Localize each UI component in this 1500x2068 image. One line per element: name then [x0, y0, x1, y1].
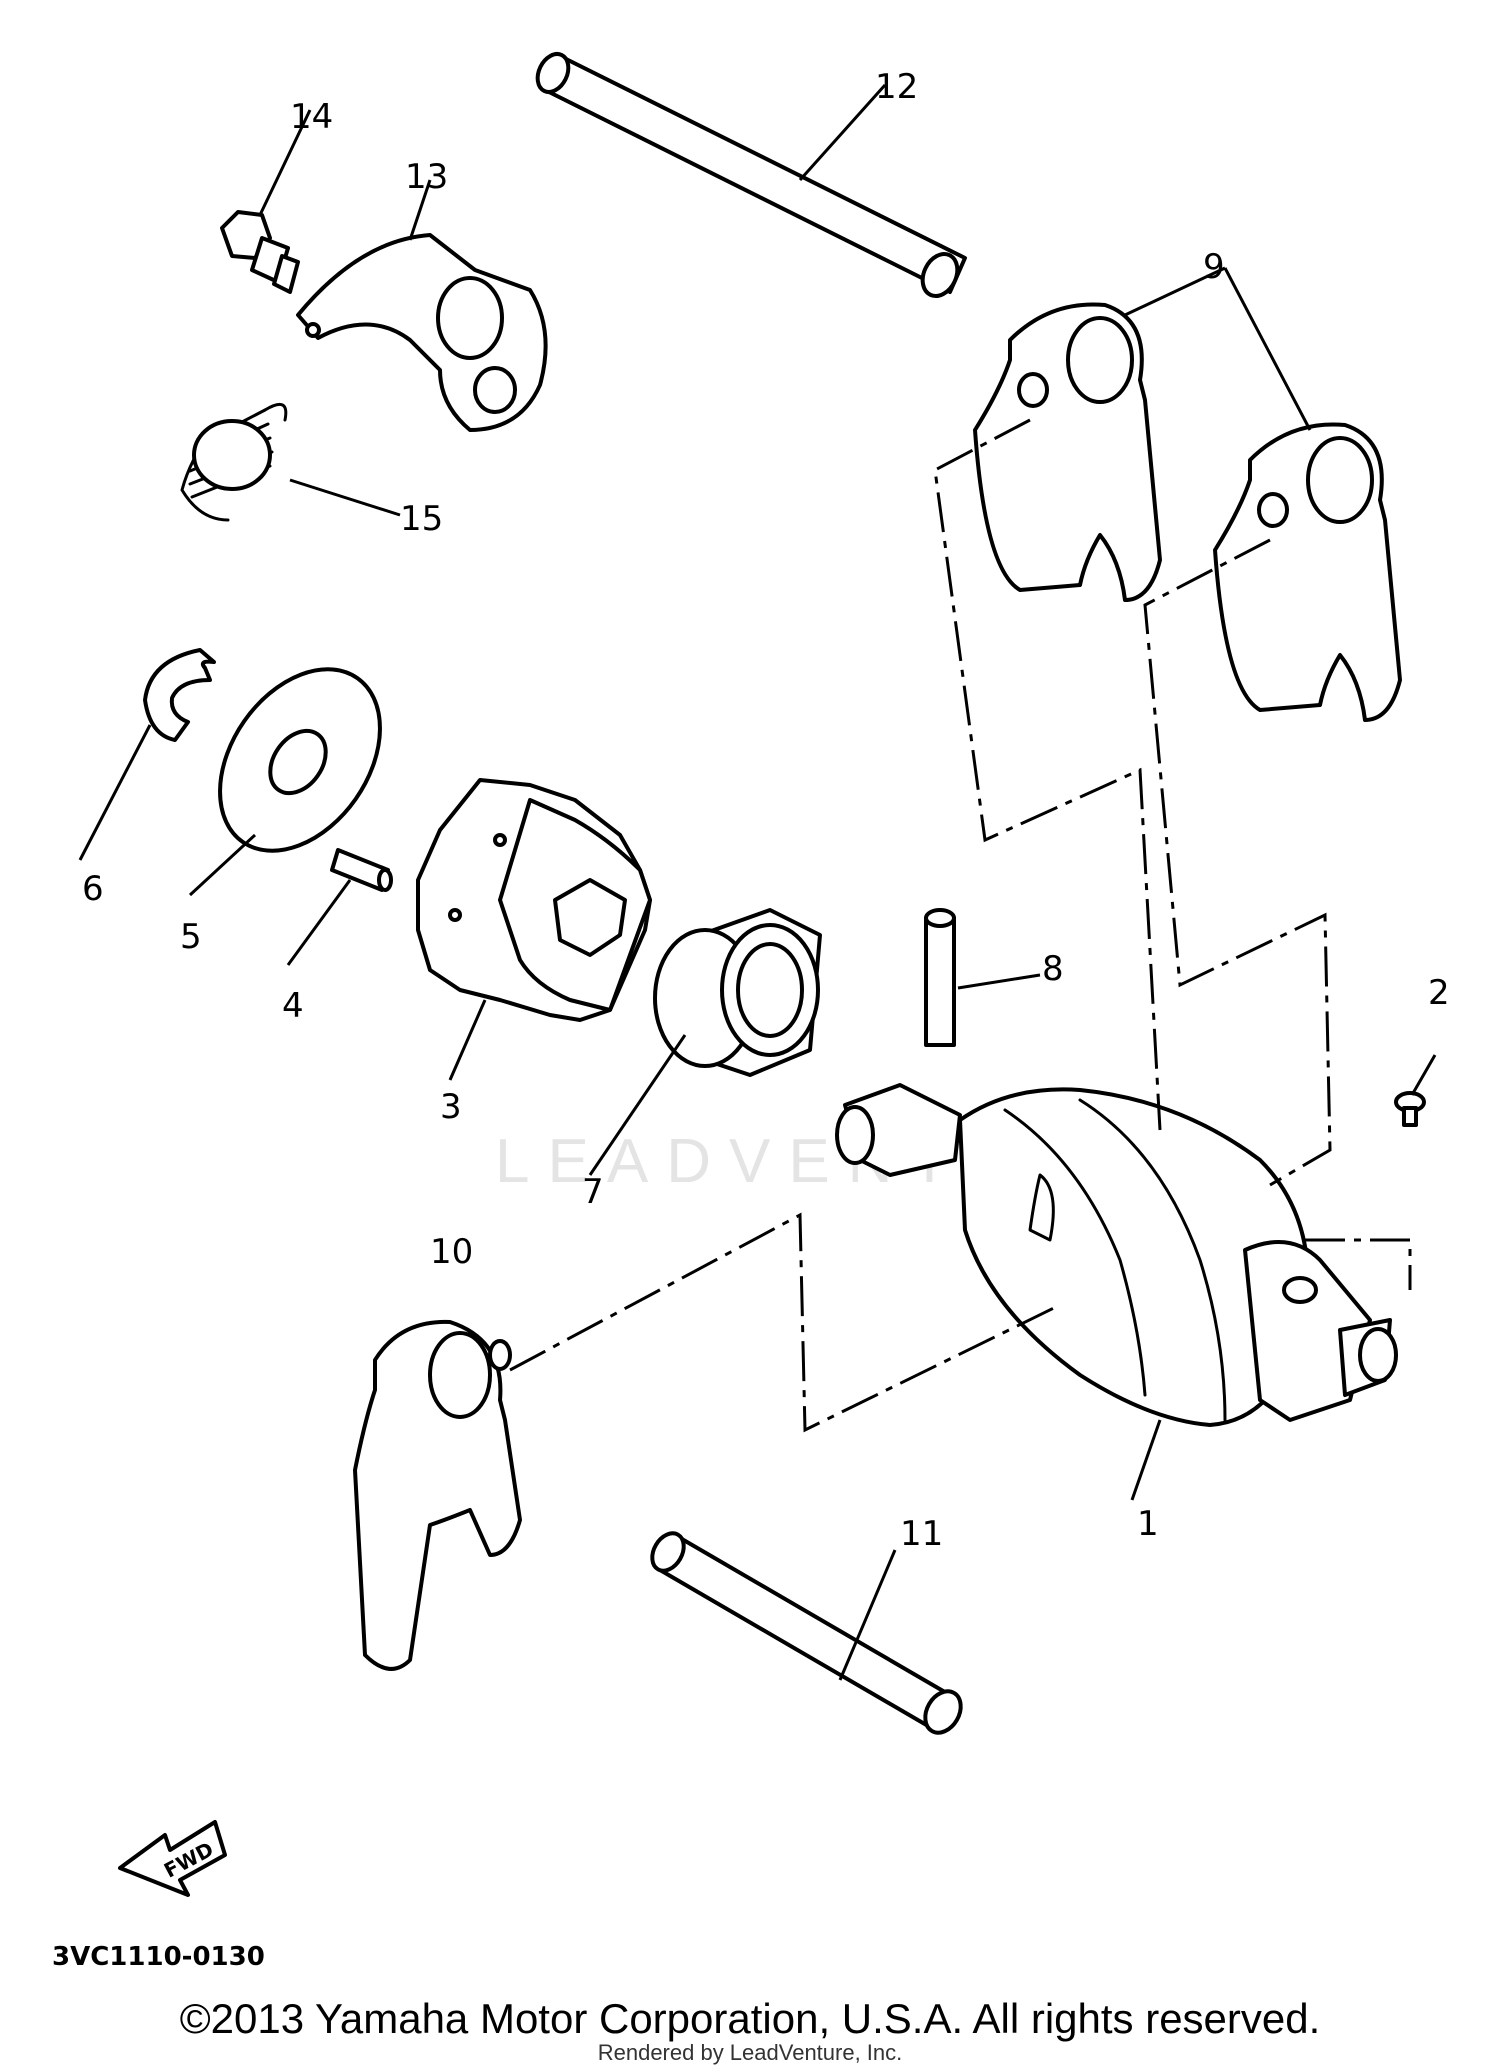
- callout-7: 7: [582, 1172, 604, 1212]
- assembly-lines: [509, 418, 1412, 1433]
- callout-3: 3: [440, 1087, 462, 1127]
- callout-15: 15: [400, 499, 443, 539]
- part-13-stopper-lever[interactable]: [296, 233, 548, 432]
- part-10-shift-fork[interactable]: [353, 1319, 522, 1671]
- part-1-shift-drum[interactable]: [835, 1083, 1398, 1427]
- part-5-washer[interactable]: [187, 639, 413, 881]
- callout-5: 5: [180, 917, 202, 957]
- part-3-segment[interactable]: [416, 778, 652, 1022]
- part-9-shift-fork-lower[interactable]: [1213, 422, 1402, 722]
- part-2-rivet[interactable]: [1394, 1091, 1426, 1127]
- copyright-notice: ©2013 Yamaha Motor Corporation, U.S.A. A…: [179, 1995, 1321, 2042]
- part-11-guide-bar[interactable]: [646, 1528, 968, 1739]
- callout-12: 12: [875, 67, 918, 107]
- part-6-circlip[interactable]: [143, 648, 216, 742]
- callout-14: 14: [290, 97, 333, 137]
- part-4-dowel-pin[interactable]: [330, 848, 393, 892]
- part-8-pin[interactable]: [924, 908, 956, 1047]
- callout-2: 2: [1428, 973, 1450, 1013]
- callout-8: 8: [1042, 949, 1064, 989]
- catalog-code: 3VC1110-0130: [52, 1942, 265, 1972]
- part-9-shift-fork-upper[interactable]: [973, 302, 1162, 602]
- callout-10: 10: [430, 1232, 473, 1272]
- callout-6: 6: [82, 869, 104, 909]
- part-12-guide-bar[interactable]: [532, 49, 967, 302]
- callout-9: 9: [1203, 247, 1225, 287]
- part-7-bearing[interactable]: [653, 908, 822, 1077]
- callout-4: 4: [282, 986, 304, 1026]
- callout-1: 1: [1137, 1504, 1159, 1544]
- part-15-spring[interactable]: [180, 402, 288, 522]
- callout-11: 11: [900, 1514, 943, 1554]
- part-14-bolt[interactable]: [220, 210, 300, 294]
- leader-lines: [78, 83, 1437, 1681]
- callout-13: 13: [405, 157, 448, 197]
- fwd-arrow-icon: FWD: [118, 1820, 227, 1897]
- rendered-by-notice: Rendered by LeadVenture, Inc.: [597, 2040, 903, 2065]
